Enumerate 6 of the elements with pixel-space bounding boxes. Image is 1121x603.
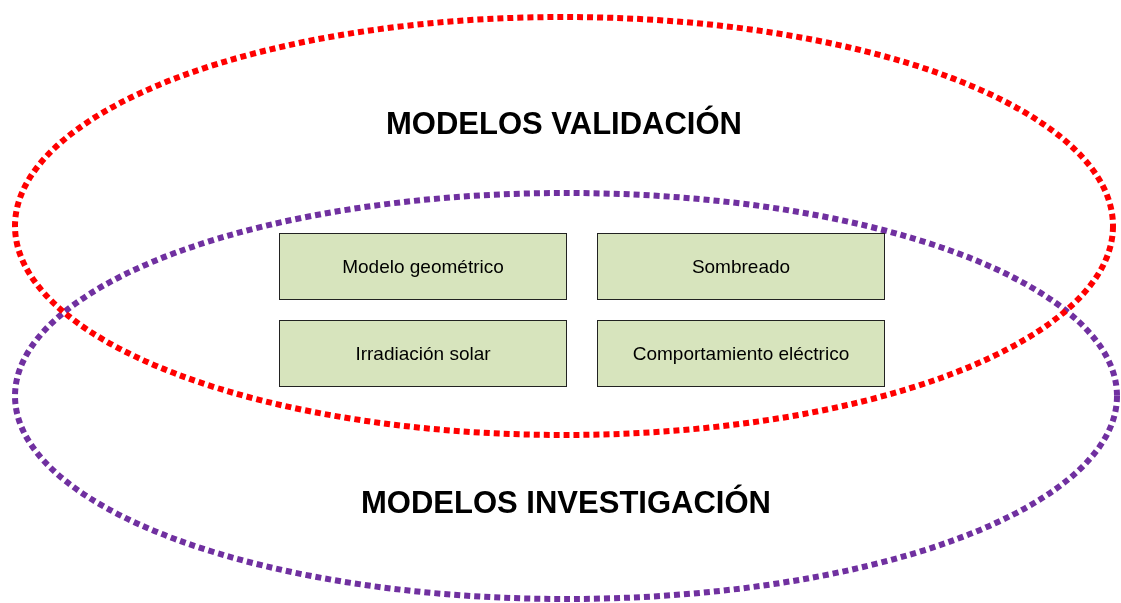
process-box: Sombreado (597, 233, 885, 300)
process-box: Irradiación solar (279, 320, 567, 387)
process-box: Modelo geométrico (279, 233, 567, 300)
group-title: MODELOS VALIDACIÓN (386, 106, 742, 142)
process-box: Comportamiento eléctrico (597, 320, 885, 387)
group-title: MODELOS INVESTIGACIÓN (361, 485, 771, 521)
